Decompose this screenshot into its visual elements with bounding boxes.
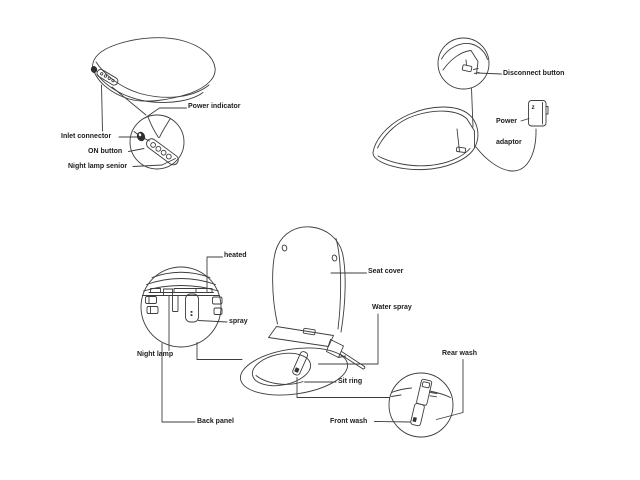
label-back-panel: Back panel xyxy=(197,418,234,425)
open-view-leader-lines xyxy=(162,257,463,422)
label-power-adaptor-line2: adaptor xyxy=(496,138,522,146)
label-night-lamp: Night lamp xyxy=(137,351,174,358)
underside-magnifier-circle xyxy=(141,267,222,347)
label-spray: spray xyxy=(229,317,248,325)
label-disconnect-button: Disconnect button xyxy=(503,69,565,77)
night-lamp-part xyxy=(164,289,173,296)
label-sit-ring: Sit ring xyxy=(338,377,363,385)
side-view-leader-lines xyxy=(119,108,187,167)
power-adaptor-drawing: z xyxy=(476,101,548,172)
label-front-wash: Front wash xyxy=(330,417,368,425)
rear-wash-hole xyxy=(422,382,430,388)
label-power-adaptor-line1: Power xyxy=(496,117,518,125)
seat-open-view-drawing xyxy=(237,227,364,401)
seat-side-view-drawing xyxy=(90,38,215,131)
label-seat-cover: Seat cover xyxy=(368,268,404,275)
label-water-spray: Water spray xyxy=(372,303,412,311)
disconnect-button-magnifier-circle xyxy=(438,38,489,127)
plug-mark-glyph: z xyxy=(532,104,536,111)
seat-rear-view-drawing xyxy=(373,107,478,170)
label-inlet-connector: Inlet connector xyxy=(61,132,112,140)
front-wash-hole xyxy=(412,417,417,423)
nozzle-magnifier-circle xyxy=(389,373,453,437)
label-night-lamp-senior: Night lamp senior xyxy=(68,162,128,170)
rear-view-leader-lines xyxy=(478,73,530,121)
label-heated: heated xyxy=(224,252,247,259)
spray-nozzle-part xyxy=(186,294,199,322)
label-rear-wash: Rear wash xyxy=(442,349,478,357)
control-panel-magnifier-circle xyxy=(130,115,184,169)
label-on-button: ON button xyxy=(88,147,123,155)
label-power-indicator: Power indicator xyxy=(188,102,241,110)
